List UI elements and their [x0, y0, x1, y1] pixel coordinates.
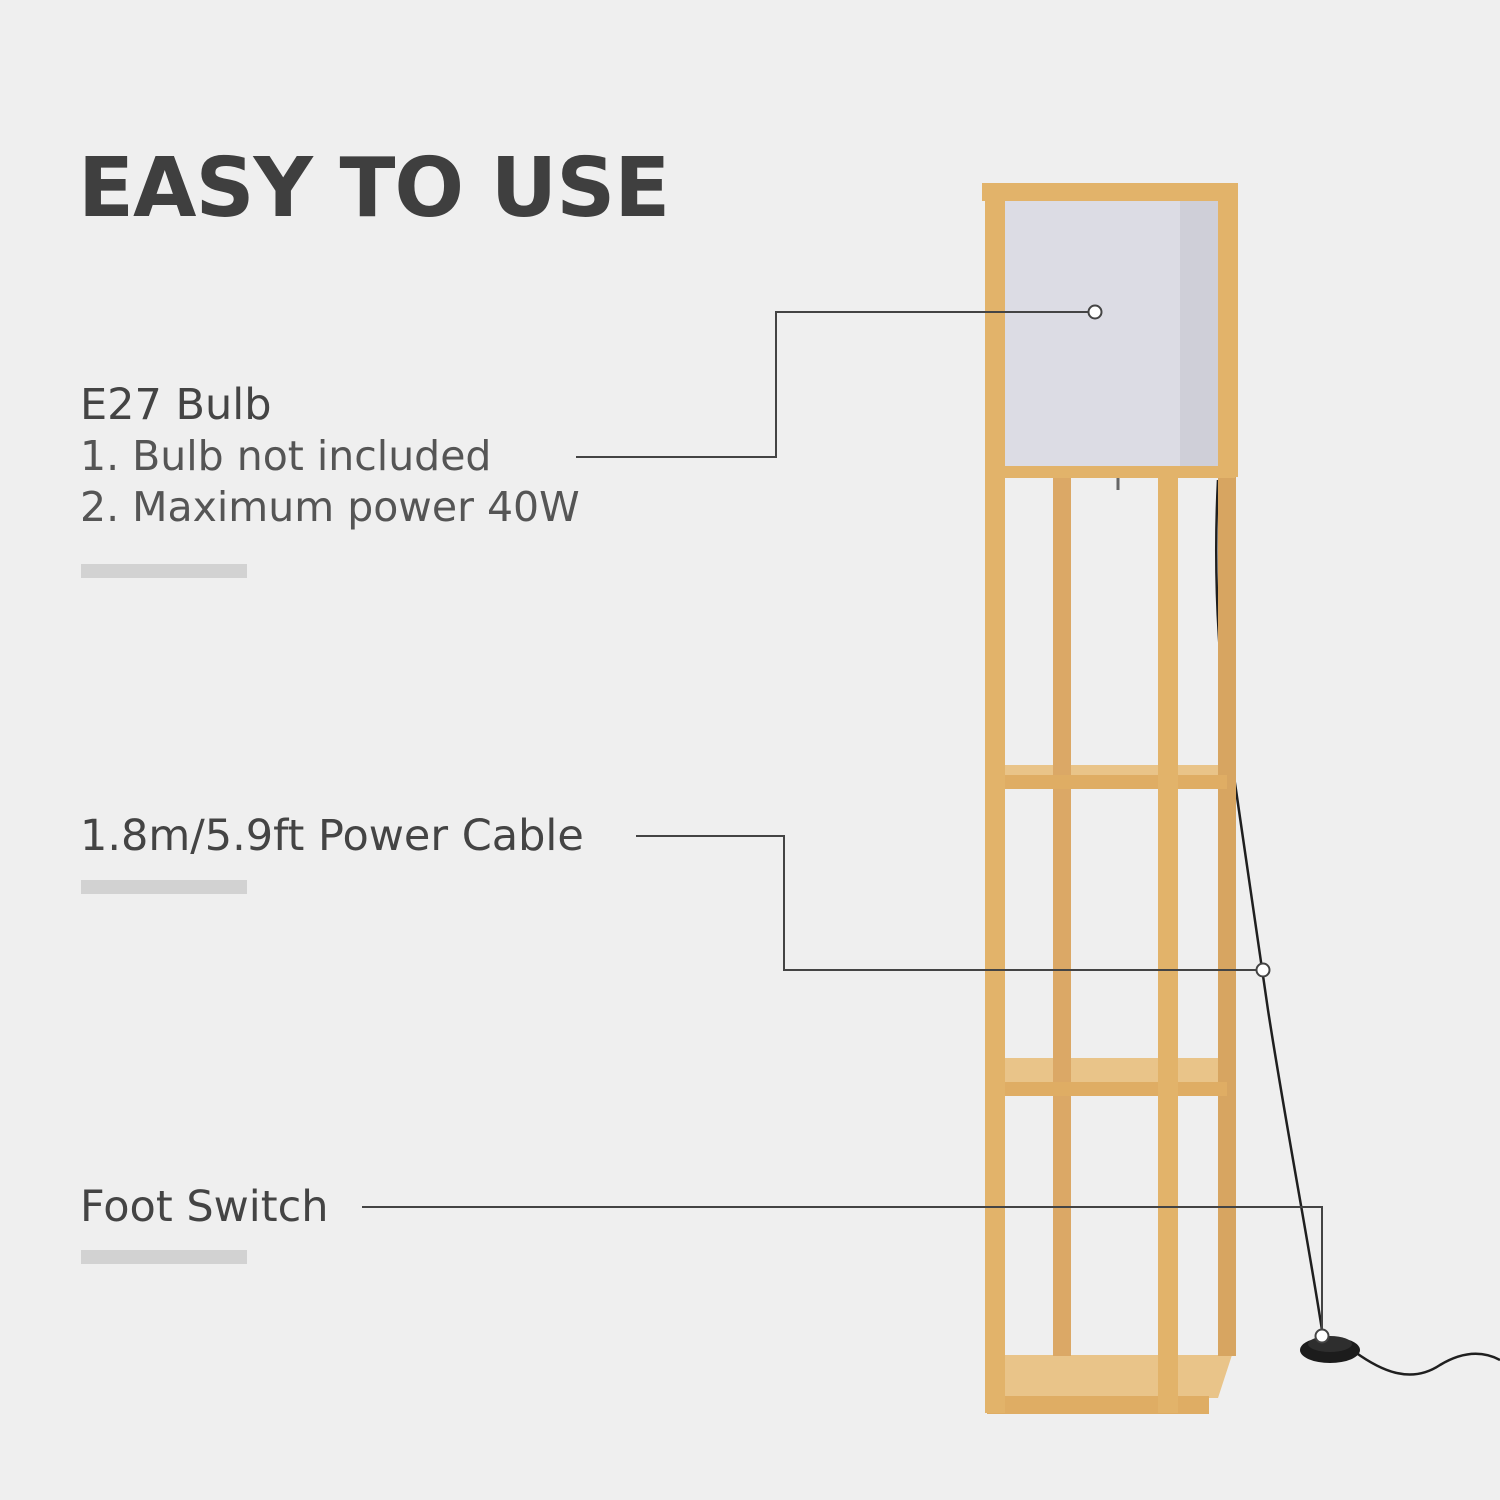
- power-cord-tail: [1354, 1350, 1500, 1376]
- shade-post-right: [1218, 185, 1238, 477]
- top-rail: [982, 183, 1238, 201]
- front-post-right: [1158, 476, 1178, 1413]
- cable-callout-marker: [1255, 962, 1271, 978]
- foot-switch-label: Foot Switch: [80, 1182, 329, 1232]
- back-post-right: [1218, 476, 1236, 1356]
- shade-bottom-rail: [985, 466, 1235, 478]
- front-post-left: [985, 185, 1005, 1413]
- switch-leader-line: [362, 1206, 1323, 1332]
- shelf-middle: [990, 1058, 1232, 1085]
- bulb-detail-2: 2. Maximum power 40W: [80, 483, 580, 531]
- bulb-callout-marker: [1087, 304, 1103, 320]
- shelf-top-front-rail: [987, 775, 1227, 789]
- page-title: EASY TO USE: [78, 141, 670, 236]
- switch-callout-marker: [1314, 1328, 1330, 1344]
- lamp-shade-side: [1180, 198, 1224, 470]
- bulb-label: E27 Bulb: [80, 380, 272, 430]
- cable-leader-line: [636, 835, 1258, 971]
- bulb-divider-bar: [81, 564, 247, 578]
- shelf-bottom: [990, 1355, 1232, 1398]
- cable-divider-bar: [81, 880, 247, 894]
- bulb-detail-1: 1. Bulb not included: [80, 432, 492, 480]
- switch-divider-bar: [81, 1250, 247, 1264]
- back-post-left: [1053, 476, 1071, 1356]
- foot-switch-top: [1308, 1336, 1352, 1352]
- base-front-rail: [987, 1396, 1209, 1414]
- power-cable-label: 1.8m/5.9ft Power Cable: [80, 811, 584, 861]
- bulb-leader-line: [576, 311, 1090, 458]
- shelf-middle-front-rail: [987, 1082, 1227, 1096]
